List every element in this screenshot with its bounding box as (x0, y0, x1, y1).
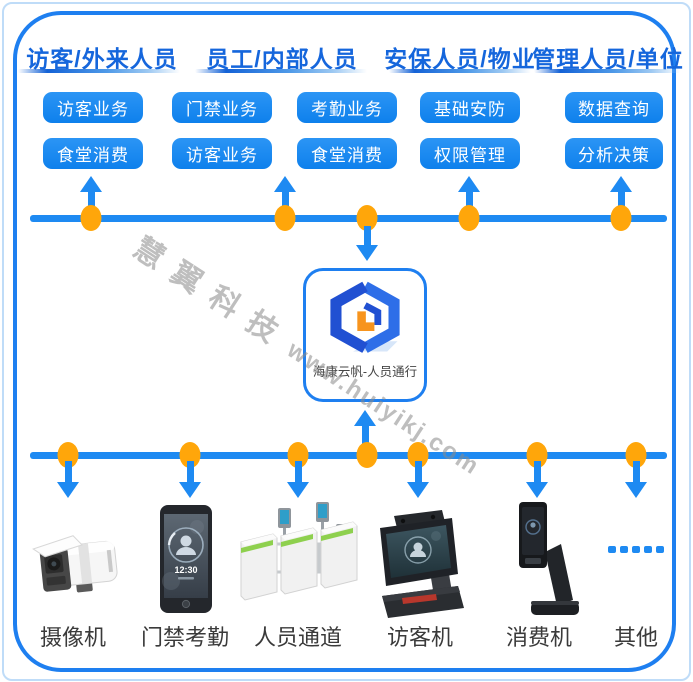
bullet-camera-icon (22, 524, 124, 611)
svg-text:12:30: 12:30 (174, 565, 197, 575)
diagram-border (13, 11, 676, 672)
bus-node (80, 205, 102, 231)
chip-staff-service-4: 食堂消费 (297, 138, 397, 169)
device-label-other: 其他 (613, 625, 659, 650)
arrow-down-icon (57, 461, 79, 498)
category-security: 安保人员/物业 (384, 46, 536, 72)
category-management: 管理人员/单位 (532, 46, 684, 72)
bus-node (407, 442, 429, 468)
device-label-consumption-machine: 消费机 (505, 625, 573, 650)
bus-node (179, 442, 201, 468)
chip-visitor-service-2: 食堂消费 (43, 138, 143, 169)
bus-node (287, 442, 309, 468)
bus-node (274, 205, 296, 231)
device-label-access-attendance: 门禁考勤 (140, 625, 230, 650)
arrow-down-icon (356, 226, 378, 261)
arrow-down-icon (625, 461, 647, 498)
visitor-machine-icon (370, 510, 472, 629)
turnstile-gate-icon (237, 498, 361, 609)
device-label-camera: 摄像机 (39, 625, 107, 650)
underline-visitor (18, 69, 180, 73)
bus-node (356, 442, 378, 468)
chip-security-service-1: 基础安防 (420, 92, 520, 123)
category-staff: 员工/内部人员 (206, 46, 358, 72)
underline-security (389, 69, 531, 73)
arrow-down-icon (407, 461, 429, 498)
platform-name: 海康云帆-人员通行 (312, 365, 418, 379)
consumption-machine-icon (505, 500, 587, 629)
platform-card: 海康云帆-人员通行 (303, 268, 427, 402)
category-visitor: 访客/外来人员 (26, 46, 178, 72)
bus-node (625, 442, 647, 468)
chip-staff-service-1: 门禁业务 (172, 92, 272, 123)
device-label-turnstile: 人员通道 (253, 625, 343, 650)
arrow-down-icon (179, 461, 201, 498)
chip-management-service-1: 数据查询 (565, 92, 663, 123)
bus-node (526, 442, 548, 468)
bus-node (356, 205, 378, 231)
chip-staff-service-2: 访客业务 (172, 138, 272, 169)
hikvision-cloud-logo-icon (330, 281, 400, 353)
access-attendance-terminal-icon: 12:30 (155, 503, 217, 622)
bus-node (458, 205, 480, 231)
arrow-down-icon (287, 461, 309, 498)
underline-management (534, 69, 680, 73)
chip-staff-service-3: 考勤业务 (297, 92, 397, 123)
device-label-visitor-machine: 访客机 (386, 625, 454, 650)
bus-node (57, 442, 79, 468)
bottom-bus-line (30, 452, 667, 459)
arrow-up-icon (354, 410, 376, 454)
underline-staff (195, 69, 367, 73)
chip-visitor-service-1: 访客业务 (43, 92, 143, 123)
arrow-down-icon (526, 461, 548, 498)
chip-management-service-2: 分析决策 (565, 138, 663, 169)
other-devices-ellipsis-icon (608, 546, 664, 553)
bus-node (610, 205, 632, 231)
top-bus-line (30, 215, 667, 222)
chip-security-service-2: 权限管理 (420, 138, 520, 169)
